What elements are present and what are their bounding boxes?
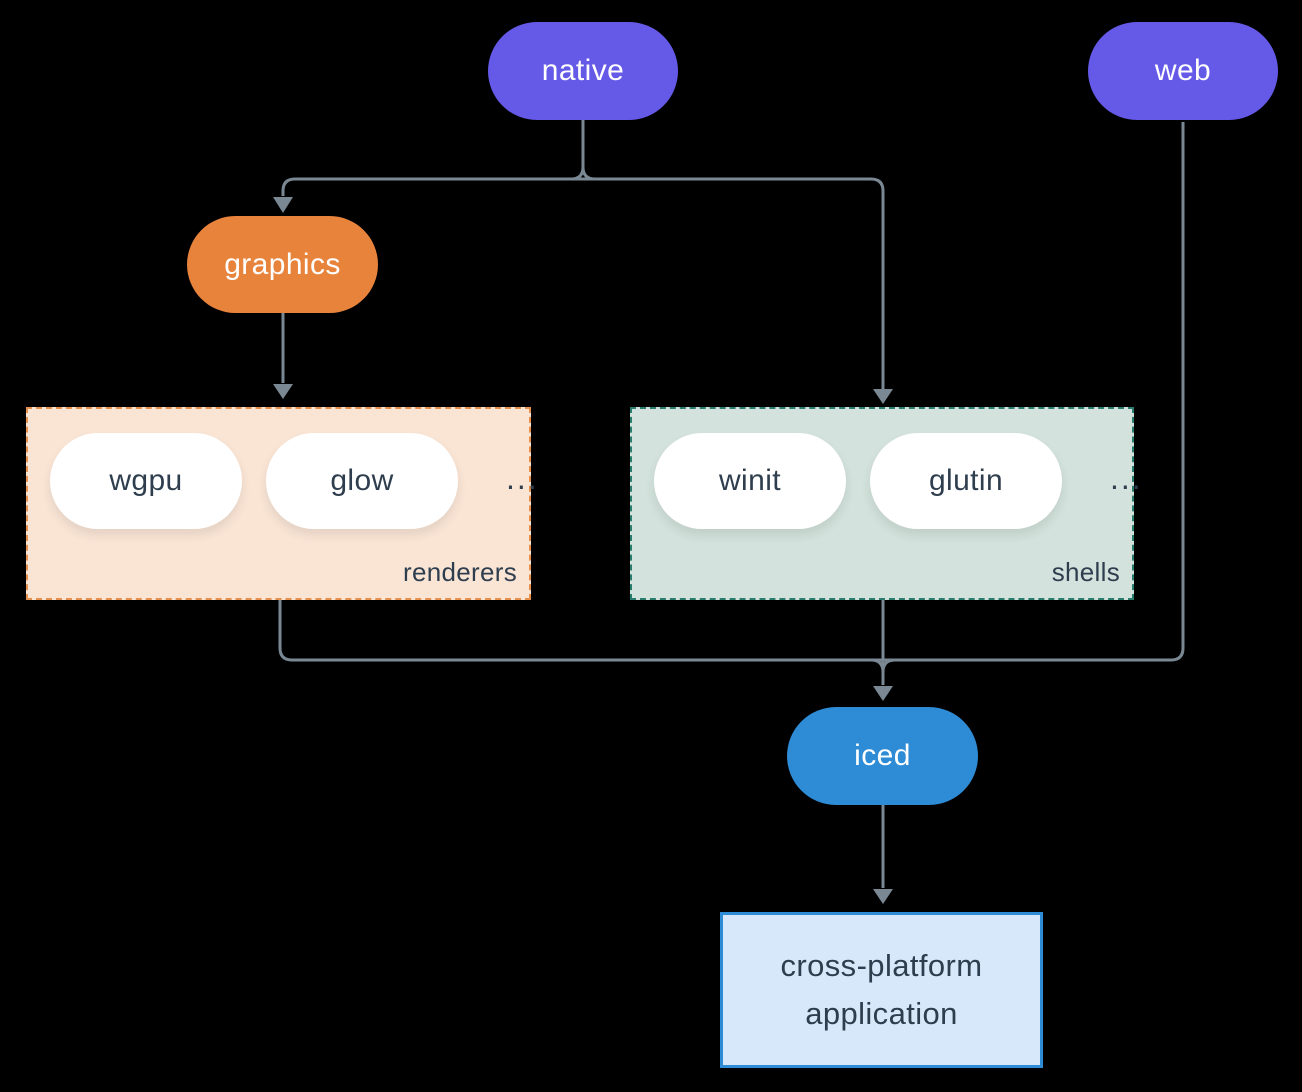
- edge-merge-fork-left: [870, 658, 885, 673]
- node-glutin-label: glutin: [928, 464, 1004, 497]
- app-label-line1: cross-platform: [780, 948, 983, 983]
- node-native-label: native: [541, 54, 625, 87]
- arrowhead-into-iced: [873, 686, 893, 701]
- group-shells: winit glutin ... shells: [630, 407, 1141, 600]
- edge-native-fork-left: [570, 166, 585, 181]
- renderers-ellipsis: ...: [506, 459, 539, 496]
- node-native: native: [488, 22, 678, 120]
- group-renderers: wgpu glow ... renderers: [26, 407, 537, 600]
- node-cross-platform-application: cross-platform application: [720, 912, 1043, 1068]
- arrowhead-into-shells: [873, 389, 893, 404]
- edge-merge-fork-right: [881, 658, 896, 673]
- edge-native-fork-right: [581, 166, 596, 181]
- node-graphics: graphics: [187, 216, 378, 313]
- node-winit: winit: [654, 433, 846, 529]
- node-glow: glow: [266, 433, 458, 529]
- node-iced: iced: [787, 707, 978, 805]
- renderers-pill-row: wgpu glow ...: [50, 433, 539, 529]
- arrowhead-into-renderers: [273, 384, 293, 399]
- shells-ellipsis: ...: [1110, 459, 1143, 496]
- arrowhead-into-graphics: [273, 197, 293, 213]
- arrowhead-into-app: [873, 889, 893, 904]
- node-glutin: glutin: [870, 433, 1062, 529]
- node-wgpu-label: wgpu: [109, 464, 183, 497]
- node-web: web: [1088, 22, 1278, 120]
- node-graphics-label: graphics: [224, 247, 341, 281]
- node-iced-label: iced: [854, 739, 911, 772]
- node-web-label: web: [1154, 54, 1212, 87]
- node-glow-label: glow: [330, 464, 394, 497]
- app-label-line2: application: [805, 996, 958, 1031]
- shells-pill-row: winit glutin ...: [654, 433, 1143, 529]
- node-winit-label: winit: [718, 464, 781, 497]
- renderers-label: renderers: [403, 557, 517, 587]
- node-wgpu: wgpu: [50, 433, 242, 529]
- shells-label: shells: [1051, 557, 1120, 587]
